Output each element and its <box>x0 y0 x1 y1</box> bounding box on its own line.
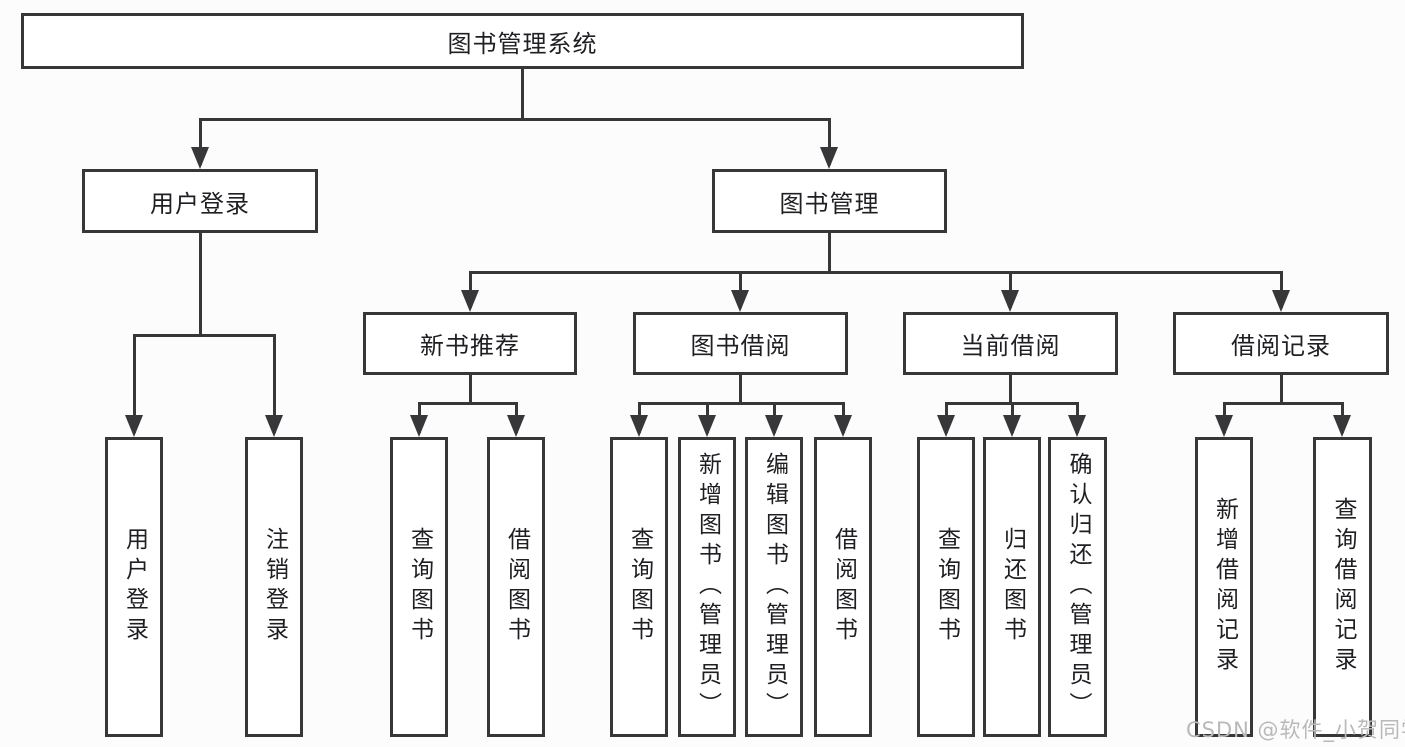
connector-branch <box>132 333 276 337</box>
connector-drop <box>272 335 276 433</box>
watermark: CSDN @软件_小贺同学 <box>1186 718 1405 742</box>
node-leaf-borrow-books: 借阅图书 <box>814 437 872 737</box>
arrowhead-icon <box>1003 415 1021 437</box>
connector-branch <box>637 401 845 405</box>
node-leaf-query-books-borrow: 查询图书 <box>610 437 668 737</box>
arrowhead-icon <box>507 415 525 437</box>
connector-stem <box>520 69 524 119</box>
node-leaf-add-book-admin: 新增图书（管理员） <box>678 437 736 737</box>
node-leaf-edit-book-admin: 编辑图书（管理员） <box>745 437 803 737</box>
connector-stem <box>827 233 831 272</box>
node-book-borrow: 图书借阅 <box>633 312 848 375</box>
arrowhead-icon <box>765 415 783 437</box>
arrowhead-icon <box>1272 290 1290 312</box>
node-leaf-query-borrow-record: 查询借阅记录 <box>1313 437 1372 737</box>
node-user-login: 用户登录 <box>82 169 318 233</box>
connector-drop <box>827 119 831 165</box>
arrowhead-icon <box>630 415 648 437</box>
arrowhead-icon <box>1333 415 1351 437</box>
node-book-management: 图书管理 <box>712 169 947 233</box>
arrowhead-icon <box>937 415 955 437</box>
connector-stem <box>1008 375 1012 403</box>
node-root: 图书管理系统 <box>21 13 1024 69</box>
connector-branch <box>1222 401 1344 405</box>
connector-stem <box>468 375 472 403</box>
arrowhead-icon <box>834 415 852 437</box>
arrowhead-icon <box>731 290 749 312</box>
node-leaf-return-book: 归还图书 <box>983 437 1041 737</box>
arrowhead-icon <box>125 415 143 437</box>
connector-stem <box>738 375 742 403</box>
node-leaf-logout: 注销登录 <box>245 437 303 737</box>
arrowhead-icon <box>1215 415 1233 437</box>
connector-stem <box>1279 375 1283 403</box>
arrowhead-icon <box>820 147 838 169</box>
node-leaf-confirm-return-admin: 确认归还（管理员） <box>1048 437 1107 737</box>
node-leaf-query-books-recommend: 查询图书 <box>390 437 448 737</box>
connector-drop <box>132 335 136 433</box>
arrowhead-icon <box>191 147 209 169</box>
connector-branch <box>198 117 831 121</box>
arrowhead-icon <box>698 415 716 437</box>
arrowhead-icon <box>410 415 428 437</box>
arrowhead-icon <box>1068 415 1086 437</box>
node-leaf-borrow-books-recommend: 借阅图书 <box>487 437 545 737</box>
node-new-book-recommend: 新书推荐 <box>363 312 577 375</box>
arrowhead-icon <box>265 415 283 437</box>
connector-branch <box>468 270 1283 274</box>
connector-drop <box>198 119 202 165</box>
node-leaf-user-login: 用户登录 <box>105 437 163 737</box>
node-current-borrow: 当前借阅 <box>903 312 1118 375</box>
node-borrow-records: 借阅记录 <box>1173 312 1389 375</box>
node-leaf-add-borrow-record: 新增借阅记录 <box>1195 437 1253 737</box>
arrowhead-icon <box>461 290 479 312</box>
arrowhead-icon <box>1001 290 1019 312</box>
connector-branch <box>417 401 518 405</box>
connector-stem <box>198 233 202 335</box>
node-leaf-query-books-current: 查询图书 <box>917 437 975 737</box>
